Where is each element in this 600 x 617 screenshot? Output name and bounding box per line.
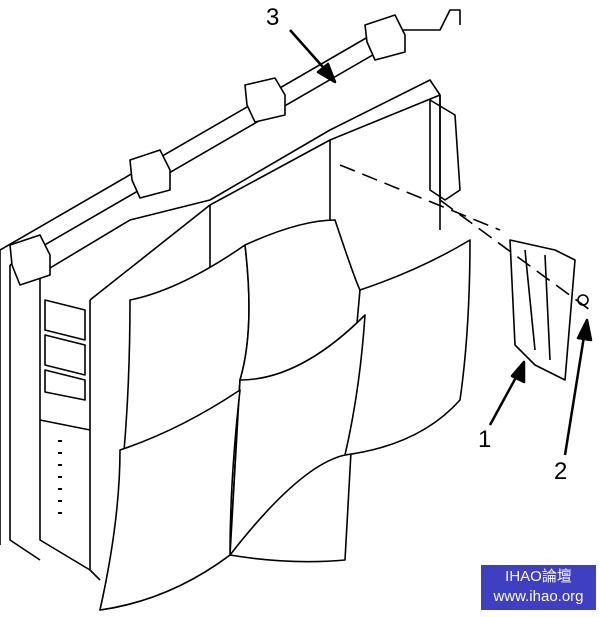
clamps xyxy=(9,14,406,286)
callout-3: 3 xyxy=(266,4,280,31)
bracket-part xyxy=(429,99,589,381)
callout-2: 2 xyxy=(554,458,568,485)
frame xyxy=(0,9,461,561)
modules xyxy=(29,79,441,581)
watermark-line2: www.ihao.org xyxy=(493,588,584,605)
watermark: IHAO論壇 www.ihao.org xyxy=(481,565,596,610)
curved-shields xyxy=(99,219,471,611)
leader-arrows xyxy=(289,29,593,456)
callout-1: 1 xyxy=(478,426,492,453)
watermark-line1: IHAO論壇 xyxy=(505,568,572,585)
assembly-line xyxy=(339,164,501,231)
